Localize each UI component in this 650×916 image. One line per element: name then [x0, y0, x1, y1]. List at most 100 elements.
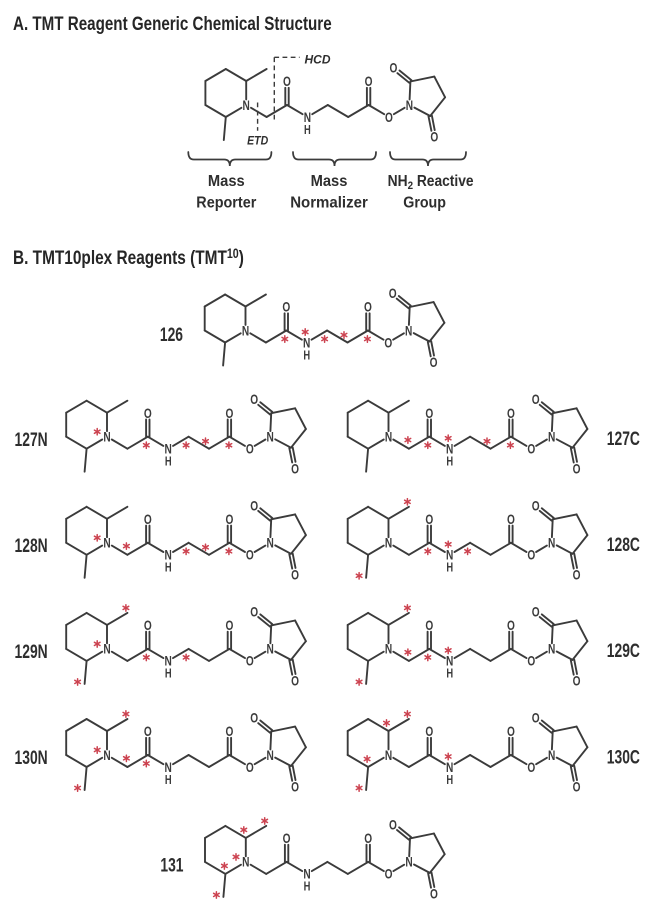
svg-text:O: O: [365, 74, 373, 90]
svg-text:O: O: [430, 129, 438, 145]
svg-text:N: N: [406, 97, 413, 113]
svg-text:129N: 129N: [15, 641, 48, 663]
svg-text:O: O: [507, 405, 515, 421]
svg-text:Reporter: Reporter: [196, 194, 256, 212]
svg-text:O: O: [507, 511, 515, 527]
svg-text:H: H: [446, 561, 453, 575]
svg-text:N: N: [165, 653, 172, 669]
svg-text:N: N: [242, 323, 249, 339]
svg-text:N: N: [385, 641, 392, 657]
svg-text:O: O: [507, 724, 515, 740]
svg-text:O: O: [425, 618, 433, 634]
svg-text:H: H: [446, 455, 453, 469]
svg-text:Mass: Mass: [208, 172, 245, 189]
svg-text:A. TMT Reagent Generic Chemica: A. TMT Reagent Generic Chemical Structur…: [13, 12, 332, 34]
svg-text:Group: Group: [403, 195, 446, 212]
svg-text:O: O: [291, 779, 299, 795]
svg-text:H: H: [165, 455, 172, 469]
svg-text:N: N: [405, 854, 412, 870]
svg-text:O: O: [225, 724, 233, 740]
svg-text:H: H: [165, 668, 172, 682]
svg-text:128C: 128C: [607, 534, 640, 556]
svg-text:O: O: [225, 405, 233, 421]
svg-text:B. TMT10plex Reagents (TMT10): B. TMT10plex Reagents (TMT10): [13, 246, 244, 268]
svg-text:O: O: [250, 498, 258, 514]
svg-text:O: O: [250, 392, 258, 408]
svg-text:O: O: [573, 779, 581, 795]
svg-text:O: O: [389, 817, 397, 833]
svg-text:H: H: [165, 774, 172, 788]
svg-text:N: N: [405, 323, 412, 339]
svg-text:O: O: [250, 604, 258, 620]
svg-text:N: N: [446, 653, 453, 669]
svg-text:N: N: [303, 866, 310, 882]
svg-text:H: H: [304, 124, 311, 138]
svg-text:127N: 127N: [15, 429, 48, 451]
svg-text:N: N: [385, 535, 392, 551]
svg-text:Mass: Mass: [311, 172, 348, 189]
svg-text:O: O: [430, 886, 438, 902]
svg-text:O: O: [385, 109, 393, 125]
svg-text:O: O: [384, 335, 392, 351]
svg-text:O: O: [527, 441, 535, 457]
svg-text:N: N: [548, 535, 555, 551]
svg-text:O: O: [532, 604, 540, 620]
svg-text:N: N: [267, 429, 274, 445]
svg-text:O: O: [225, 618, 233, 634]
svg-text:N: N: [243, 97, 250, 113]
svg-text:O: O: [425, 724, 433, 740]
svg-text:O: O: [573, 673, 581, 689]
svg-text:N: N: [385, 429, 392, 445]
svg-text:NH2 Reactive: NH2 Reactive: [388, 173, 474, 192]
svg-text:130N: 130N: [15, 747, 48, 769]
svg-text:O: O: [144, 618, 152, 634]
svg-text:O: O: [282, 299, 290, 315]
svg-text:O: O: [389, 286, 397, 302]
svg-text:N: N: [103, 429, 110, 445]
svg-text:130C: 130C: [607, 746, 640, 768]
svg-text:N: N: [446, 547, 453, 563]
svg-text:O: O: [430, 355, 438, 371]
svg-text:O: O: [389, 60, 397, 76]
svg-text:O: O: [573, 567, 581, 583]
svg-text:129C: 129C: [607, 640, 640, 662]
svg-text:O: O: [291, 461, 299, 477]
svg-text:N: N: [548, 747, 555, 763]
svg-text:N: N: [267, 641, 274, 657]
svg-text:O: O: [507, 618, 515, 634]
svg-text:N: N: [267, 535, 274, 551]
svg-text:O: O: [144, 724, 152, 740]
svg-text:N: N: [446, 441, 453, 457]
svg-text:O: O: [283, 74, 291, 90]
svg-text:N: N: [303, 335, 310, 351]
svg-text:O: O: [246, 547, 254, 563]
svg-text:O: O: [385, 866, 393, 882]
svg-text:128N: 128N: [15, 535, 48, 557]
svg-text:N: N: [548, 641, 555, 657]
svg-text:H: H: [303, 349, 310, 363]
svg-text:O: O: [246, 441, 254, 457]
svg-text:ETD: ETD: [247, 135, 268, 148]
svg-text:126: 126: [160, 324, 183, 346]
svg-text:O: O: [364, 299, 372, 315]
svg-text:O: O: [250, 710, 258, 726]
svg-text:HCD: HCD: [305, 53, 331, 67]
svg-text:N: N: [103, 535, 110, 551]
svg-text:O: O: [532, 392, 540, 408]
svg-text:O: O: [425, 511, 433, 527]
svg-text:O: O: [532, 710, 540, 726]
svg-text:N: N: [304, 109, 311, 125]
svg-text:O: O: [573, 461, 581, 477]
svg-text:H: H: [165, 561, 172, 575]
svg-text:Normalizer: Normalizer: [290, 194, 368, 211]
svg-text:N: N: [267, 747, 274, 763]
svg-text:H: H: [304, 881, 311, 895]
svg-text:O: O: [291, 567, 299, 583]
svg-text:O: O: [527, 653, 535, 669]
svg-text:N: N: [242, 854, 249, 870]
svg-text:O: O: [527, 759, 535, 775]
svg-text:O: O: [246, 759, 254, 775]
svg-text:H: H: [446, 668, 453, 682]
svg-text:O: O: [364, 831, 372, 847]
svg-text:131: 131: [160, 854, 183, 876]
